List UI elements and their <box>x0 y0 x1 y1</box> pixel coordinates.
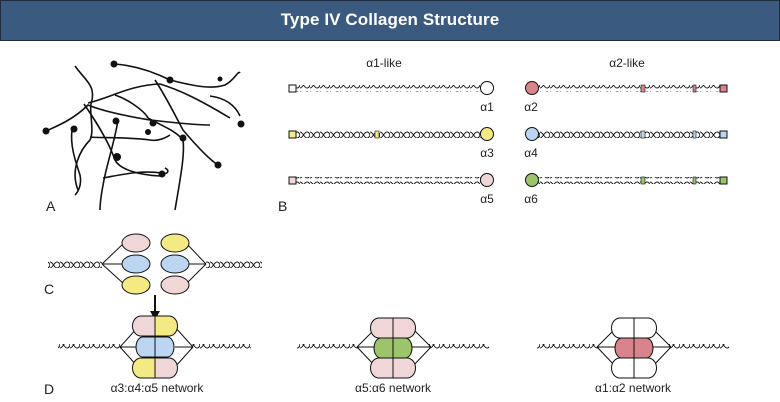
nc1-alpha3-right <box>160 233 190 253</box>
chain-alpha4 <box>525 127 728 141</box>
chain-alpha3 <box>288 127 494 141</box>
panel-d-label: D <box>44 381 54 397</box>
alpha1-like-heading: α1-like <box>366 56 402 70</box>
network-label-a5a6: α5:α6 network <box>355 381 432 395</box>
chain-alpha2 <box>525 81 728 95</box>
triple-helix-left <box>48 261 102 268</box>
panel-a-network-drawing <box>45 63 241 211</box>
alpha2-like-heading: α2-like <box>609 56 645 70</box>
chain-alpha5 <box>288 173 494 187</box>
panel-a-globular-domains <box>42 60 245 178</box>
chain-alpha6 <box>525 173 728 187</box>
chain-alpha1 <box>288 81 494 95</box>
chain-label-alpha2: α2 <box>524 100 538 114</box>
network-label-a1a2: α1:α2 network <box>595 381 672 395</box>
panel-b-label: B <box>278 198 287 214</box>
nc1-alpha4-left <box>121 254 151 274</box>
title-banner: Type IV Collagen Structure <box>0 0 780 41</box>
triple-helix-right <box>206 261 262 268</box>
network-a3a4a5 <box>58 315 251 379</box>
network-a5a6 <box>297 317 489 379</box>
nc1-alpha5-right <box>160 275 190 295</box>
nc1-alpha4-right <box>160 254 190 274</box>
chain-label-alpha6: α6 <box>524 192 538 206</box>
network-a1a2 <box>537 317 729 379</box>
panel-c-protomers <box>48 233 262 295</box>
nc1-alpha3-left <box>121 275 151 295</box>
chain-label-alpha3: α3 <box>480 146 494 160</box>
nc1-alpha5-left <box>121 233 151 253</box>
figure-title: Type IV Collagen Structure <box>280 10 500 29</box>
chain-label-alpha5: α5 <box>480 192 494 206</box>
panel-a-label: A <box>46 198 56 214</box>
panel-c-label: C <box>44 281 54 297</box>
chain-label-alpha1: α1 <box>480 100 494 114</box>
chain-label-alpha4: α4 <box>524 146 538 160</box>
network-label-a3a4a5: α3:α4:α5 network <box>111 381 205 395</box>
